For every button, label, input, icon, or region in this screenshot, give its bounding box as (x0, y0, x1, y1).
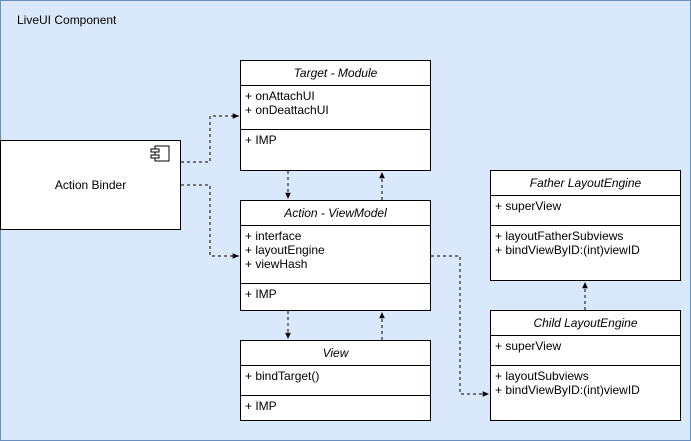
edge-binder-to-target (181, 113, 239, 163)
view-class[interactable]: View + bindTarget() + IMP (240, 340, 431, 421)
component-icon (150, 145, 170, 162)
methods-section: + layoutFatherSubviews + bindViewByID:(i… (491, 225, 680, 260)
edge-viewmodel-to-child (431, 255, 489, 397)
methods-section: + layoutSubviews + bindViewByID:(int)vie… (491, 365, 680, 400)
class-title: Child LayoutEngine (491, 311, 680, 336)
method: + IMP (245, 399, 277, 413)
attributes-section: + onAttachUI + onDeattachUI (241, 86, 430, 129)
methods-section: + IMP (241, 395, 430, 416)
method: + layoutFatherSubviews (495, 229, 624, 243)
class-title: Father LayoutEngine (491, 171, 680, 196)
child-layoutengine-class[interactable]: Child LayoutEngine + superView + layoutS… (490, 310, 681, 421)
method: + bindViewByID:(int)viewID (495, 383, 640, 397)
attributes-section: + superView (491, 196, 680, 225)
target-module-class[interactable]: Target - Module + onAttachUI + onDeattac… (240, 60, 431, 171)
method: + bindViewByID:(int)viewID (495, 243, 640, 257)
methods-section: + IMP (241, 283, 430, 304)
attribute: + onAttachUI (245, 89, 315, 103)
attributes-section: + bindTarget() (241, 366, 430, 395)
edge-binder-to-viewmodel (181, 184, 239, 259)
attribute: + bindTarget() (245, 369, 320, 383)
action-viewmodel-class[interactable]: Action - ViewModel + interface + layoutE… (240, 200, 431, 311)
class-title: Action - ViewModel (241, 201, 430, 226)
action-binder-label: Action Binder (54, 178, 127, 192)
methods-section: + IMP (241, 129, 430, 150)
method: + IMP (245, 133, 277, 147)
class-title: View (241, 341, 430, 366)
method: + IMP (245, 287, 277, 301)
father-layoutengine-class[interactable]: Father LayoutEngine + superView + layout… (490, 170, 681, 281)
attribute: + superView (495, 199, 562, 213)
attribute: + interface (245, 229, 302, 243)
action-binder-component[interactable]: Action Binder (0, 140, 181, 230)
attributes-section: + interface + layoutEngine + viewHash (241, 226, 430, 283)
attributes-section: + superView (491, 336, 680, 365)
class-title: Target - Module (241, 61, 430, 86)
attribute: + viewHash (245, 257, 308, 271)
attribute: + superView (495, 339, 562, 353)
container-title: LiveUI Component (17, 13, 117, 27)
attribute: + onDeattachUI (245, 103, 329, 117)
attribute: + layoutEngine (245, 243, 325, 257)
method: + layoutSubviews (495, 369, 589, 383)
